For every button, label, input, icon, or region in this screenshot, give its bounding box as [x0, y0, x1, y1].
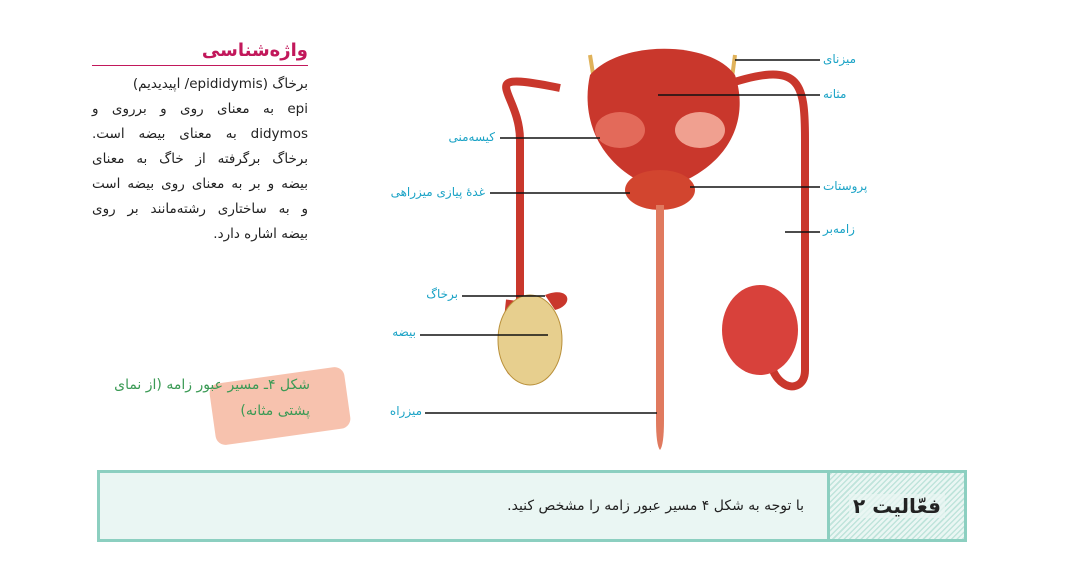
right-vas-deferens [723, 70, 809, 391]
left-testis [497, 294, 563, 386]
label-bladder: مثانه [823, 87, 847, 101]
label-vas-deferens: زامه‌بر [823, 222, 855, 236]
glossary-line: و به ساختاری رشته‌مانند بر روی [92, 201, 308, 217]
caption-line: شکل ۴ـ مسیر عبور زامه (از نمای [114, 377, 310, 393]
glossary-line: didymos به معنای بیضه است. [92, 126, 308, 142]
glossary-line: بیضه و بر به معنای روی بیضه است [92, 176, 308, 192]
left-seminal-vesicle [595, 112, 645, 148]
glossary-line: epi به معنای روی و برروی و [92, 101, 308, 117]
urethra [656, 205, 664, 450]
label-prostate: پروستات [823, 179, 868, 193]
right-seminal-vesicle [675, 112, 725, 148]
left-epididymis [545, 292, 568, 310]
leader-lines [420, 59, 820, 414]
label-urethra: میزراه [389, 404, 422, 418]
prostate [625, 170, 695, 210]
label-seminal-vesicle: کیسه‌منی [448, 130, 495, 144]
activity-text: با توجه به شکل ۴ مسیر عبور زامه را مشخص … [507, 498, 804, 514]
bladder [587, 48, 740, 190]
glossary-line: برخاگ (epididymis/ اپیدیدیم) [132, 76, 308, 92]
glossary-body: برخاگ (epididymis/ اپیدیدیم) epi به معنا… [92, 72, 308, 247]
label-testis: بیضه [392, 325, 416, 339]
glossary-line: برخاگ برگرفته از خاگ به معنای [92, 151, 308, 167]
activity-header: فعّالیت ۲ [827, 473, 964, 539]
right-testis [722, 285, 798, 375]
reproductive-system-diagram [420, 48, 820, 450]
figure-caption: شکل ۴ـ مسیر عبور زامه (از نمای پشتی مثان… [110, 372, 310, 424]
caption-line: پشتی مثانه) [240, 403, 310, 419]
glossary-title: واژه‌شناسی [92, 40, 308, 66]
glossary-box: واژه‌شناسی برخاگ (epididymis/ اپیدیدیم) … [92, 40, 308, 247]
activity-box: فعّالیت ۲ با توجه به شکل ۴ مسیر عبور زام… [97, 470, 967, 542]
activity-title: فعّالیت ۲ [849, 494, 945, 518]
label-bulbourethral-gland: غدهٔ پیازی میزراهی [390, 185, 485, 199]
label-epididymis: برخاگ [426, 287, 458, 301]
glossary-line: بیضه اشاره دارد. [213, 226, 308, 242]
label-ureter: میزنای [823, 52, 857, 66]
